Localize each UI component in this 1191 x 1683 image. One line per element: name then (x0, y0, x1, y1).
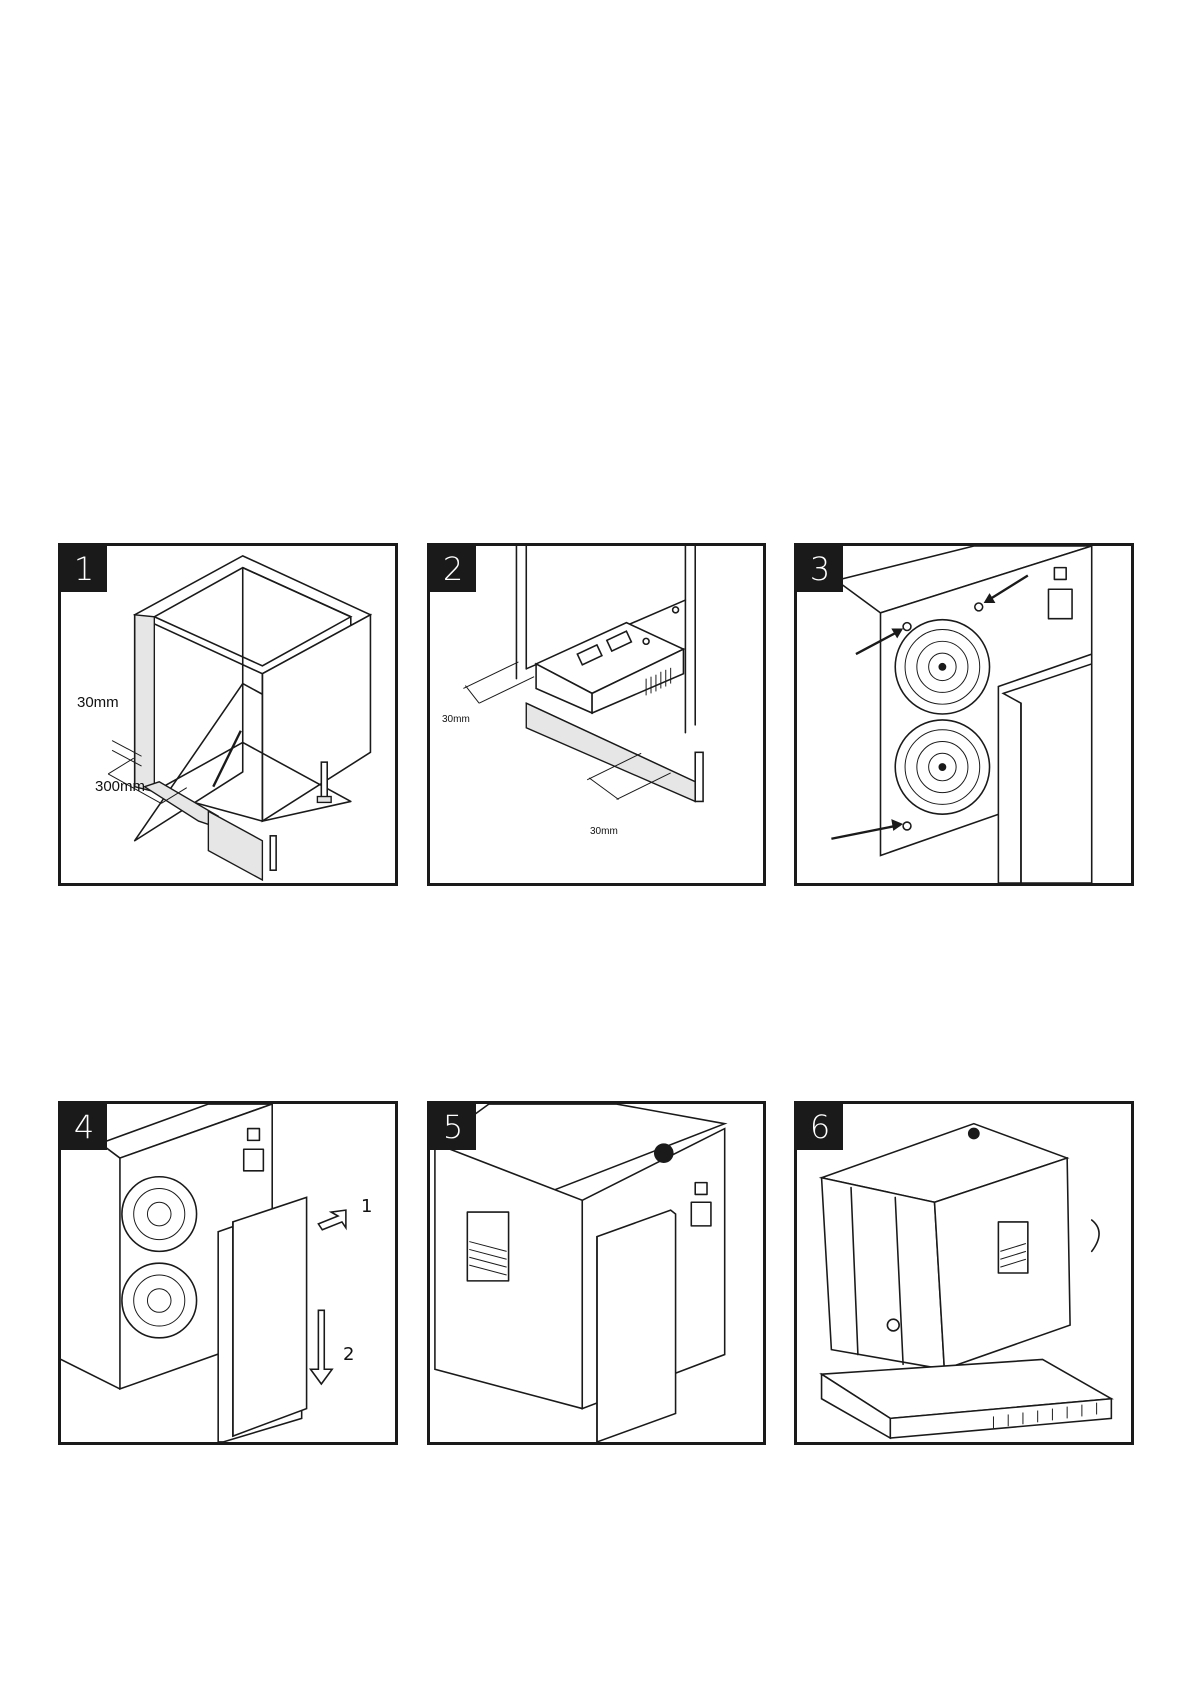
cover-installed-illustration (430, 1104, 763, 1442)
step-5-panel: 5 (427, 1101, 766, 1445)
step-5-number: 5 (430, 1104, 476, 1150)
step-6-panel: 6 (794, 1101, 1134, 1445)
step-4-number: 4 (61, 1104, 107, 1150)
step-3-number: 3 (797, 546, 843, 592)
arrow-1-label: 1 (361, 1196, 372, 1217)
step-2-number: 2 (430, 546, 476, 592)
cover-mounting-illustration (61, 1104, 395, 1442)
fan-panel-screws-illustration (797, 546, 1131, 883)
step-6-number: 6 (797, 1104, 843, 1150)
step-4-panel: 4 1 2 (58, 1101, 398, 1445)
step-1-panel: 1 30mm 300mm (58, 543, 398, 886)
arrow-2-label: 2 (343, 1344, 354, 1365)
step-3-panel: 3 (794, 543, 1134, 886)
left-clearance-label: 30mm (442, 714, 470, 725)
width-dimension-label: 300mm (95, 778, 145, 795)
cabinet-cutout-illustration (61, 546, 395, 883)
gap-dimension-label: 30mm (77, 694, 119, 711)
step-2-panel: 2 30mm 30mm (427, 543, 766, 886)
front-cover-attachment-illustration (797, 1104, 1131, 1442)
bottom-clearance-label: 30mm (590, 826, 618, 837)
step-1-number: 1 (61, 546, 107, 592)
